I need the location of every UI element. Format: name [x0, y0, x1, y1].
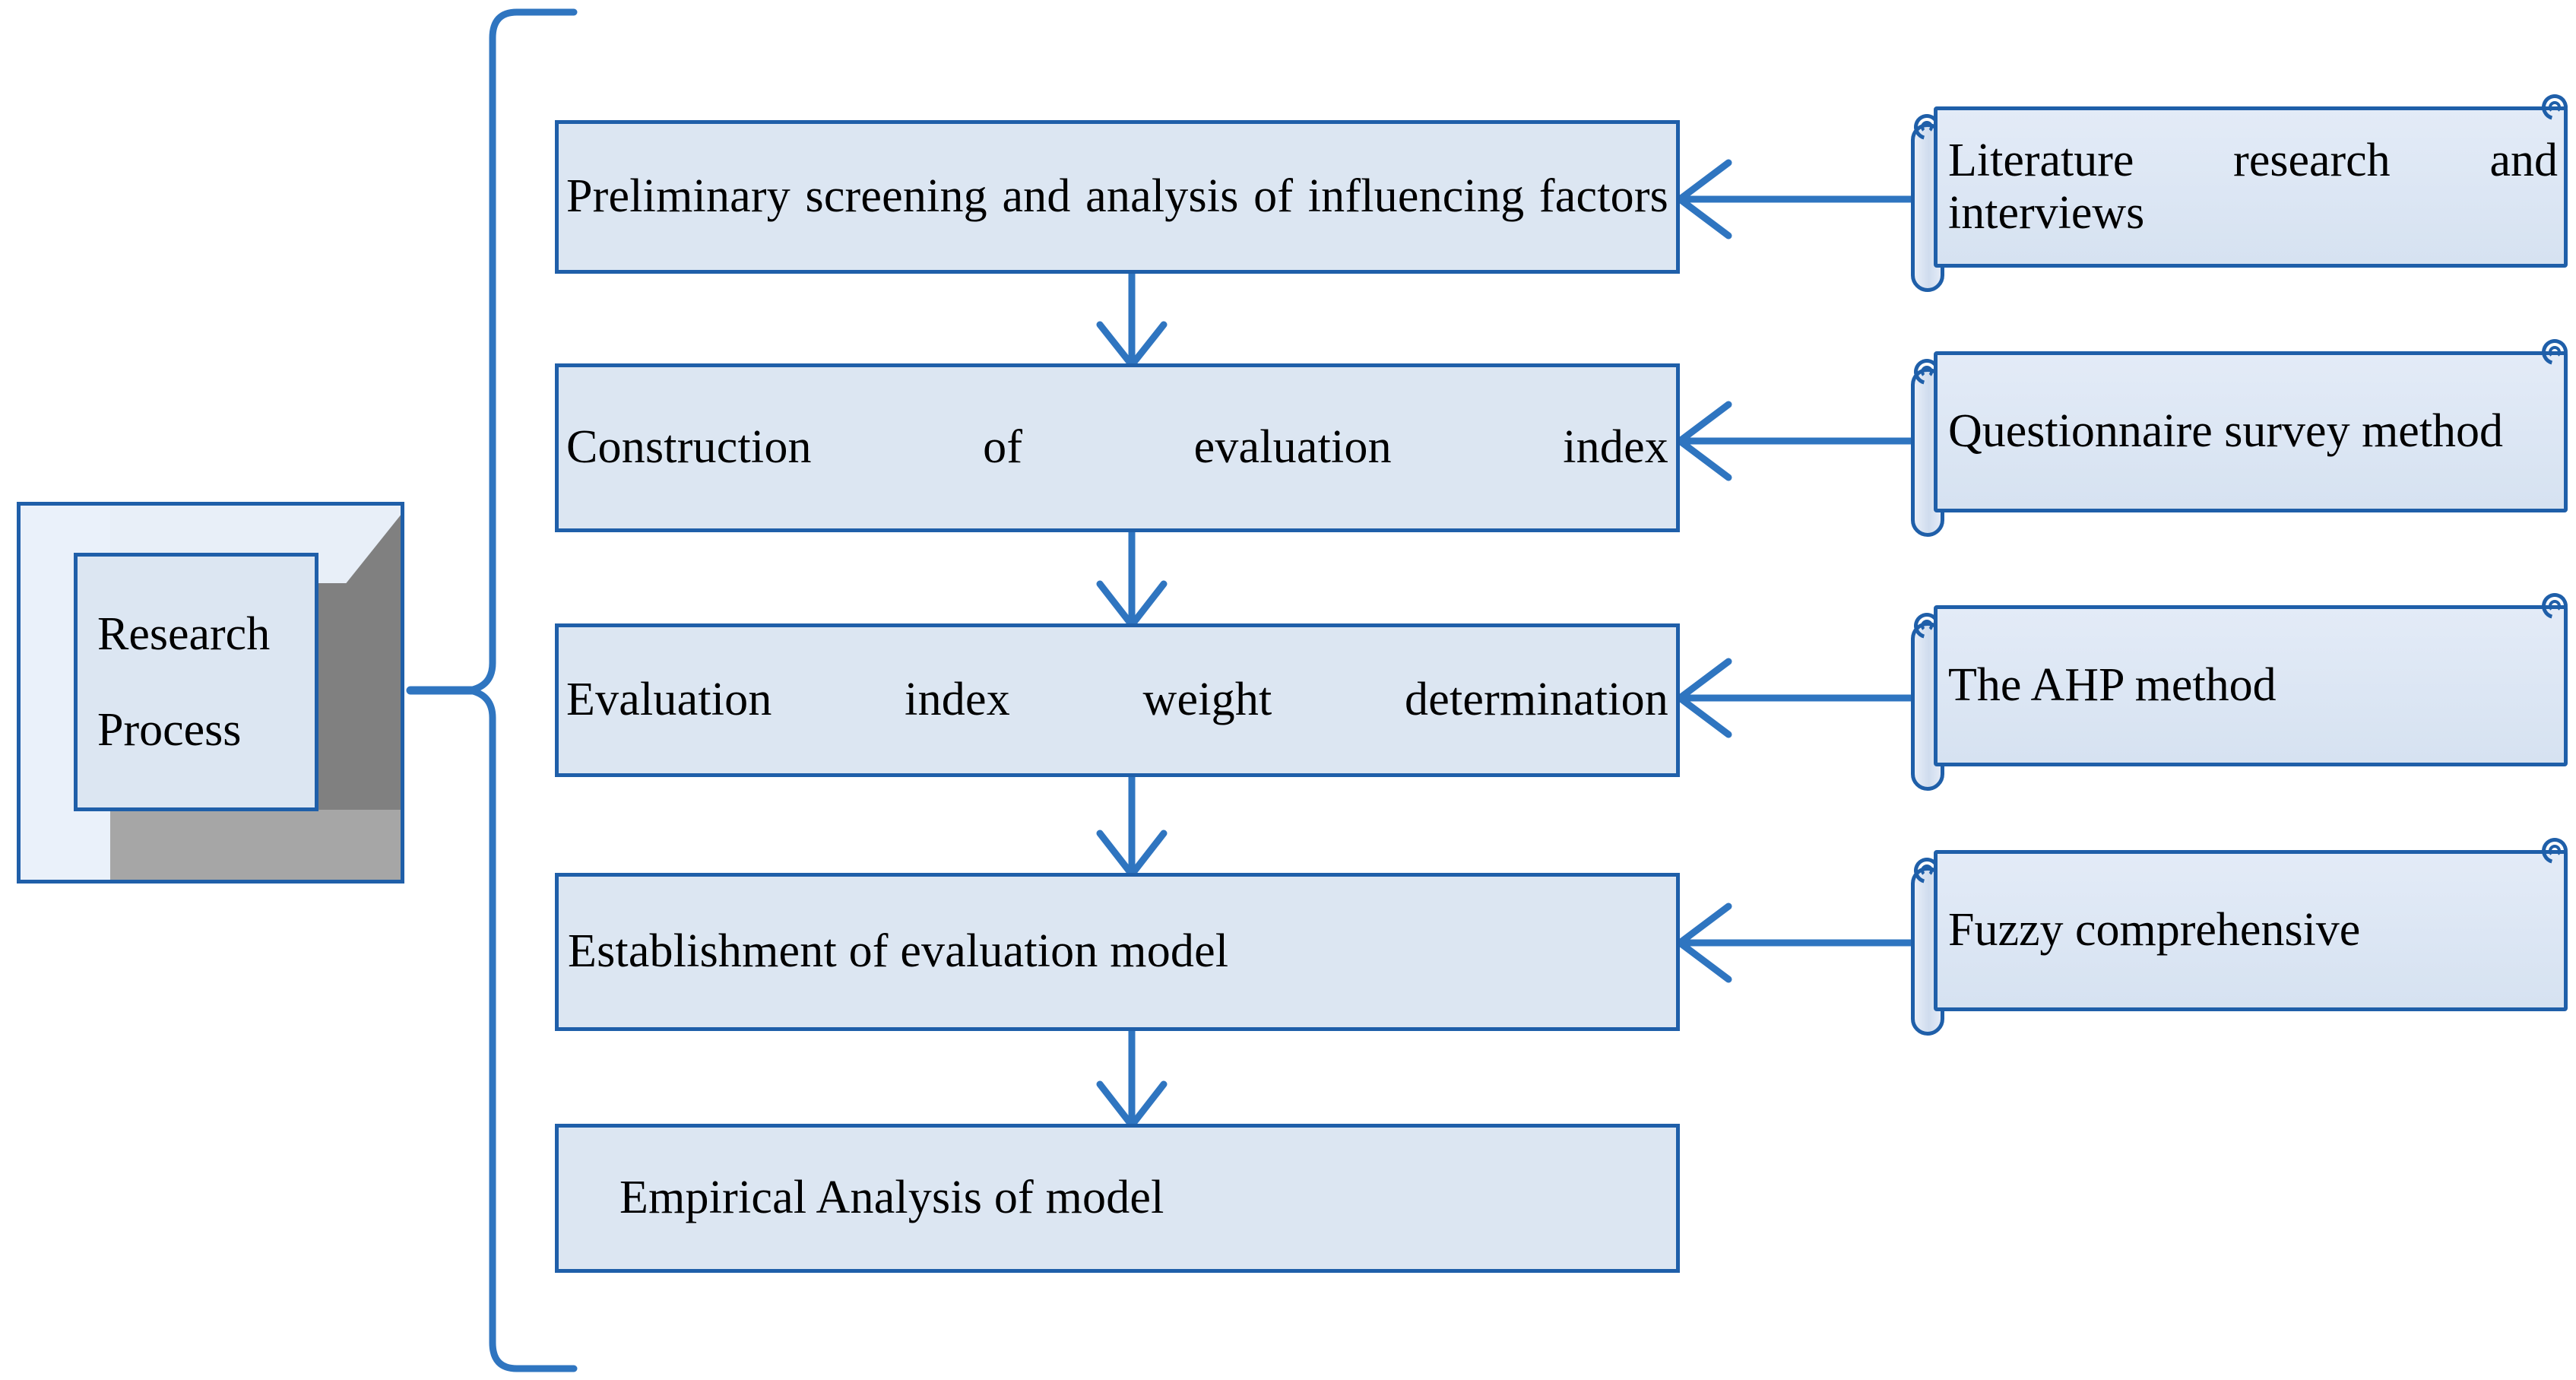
method-note-2[interactable]: Questionnaire survey method [1906, 334, 2573, 541]
step-box-3[interactable]: Evaluation index weight determination [555, 623, 1680, 777]
step-label-5: Empirical Analysis of model [619, 1172, 1164, 1224]
vertical-arrow-3 [1096, 777, 1168, 878]
step-box-2[interactable]: Construction of evaluation index [555, 363, 1680, 532]
step-label-3: Evaluation index weight determination [566, 674, 1668, 726]
method-label-3: The AHP method [1948, 659, 2277, 712]
scroll-curl-left-inner-icon [1921, 864, 1933, 877]
method-note-panel-1: Literature research and interviews [1934, 106, 2568, 268]
scroll-curl-right-inner-icon [2549, 346, 2561, 358]
research-process-face: Research Process [74, 553, 318, 811]
scroll-curl-left-inner-icon [1921, 121, 1933, 133]
step-label-1: Preliminary screening and analysis of in… [566, 170, 1668, 223]
method-label-2: Questionnaire survey method [1948, 405, 2504, 458]
step-label-2: Construction of evaluation index [566, 421, 1668, 474]
method-note-panel-4: Fuzzy comprehensive [1934, 850, 2568, 1011]
scroll-curl-right-inner-icon [2549, 101, 2561, 113]
vertical-arrow-1 [1096, 274, 1168, 369]
method-note-panel-3: The AHP method [1934, 605, 2568, 766]
scroll-curl-left-inner-icon [1921, 620, 1933, 632]
method-note-1[interactable]: Literature research and interviews [1906, 89, 2573, 297]
research-process-cube[interactable]: Research Process [17, 502, 404, 884]
research-process-label-line2: Process [97, 704, 242, 756]
horizontal-arrow-1 [1676, 159, 1914, 240]
scroll-curl-right-inner-icon [2549, 600, 2561, 612]
method-note-panel-2: Questionnaire survey method [1934, 351, 2568, 512]
method-note-4[interactable]: Fuzzy comprehensive [1906, 833, 2573, 1040]
horizontal-arrow-4 [1676, 903, 1914, 983]
scroll-curl-left-inner-icon [1921, 366, 1933, 378]
horizontal-arrow-3 [1676, 658, 1914, 738]
method-label-4: Fuzzy comprehensive [1948, 904, 2361, 956]
scroll-curl-right-inner-icon [2549, 845, 2561, 857]
step-box-1[interactable]: Preliminary screening and analysis of in… [555, 120, 1680, 274]
vertical-arrow-2 [1096, 532, 1168, 629]
step-box-5[interactable]: Empirical Analysis of model [555, 1124, 1680, 1273]
research-process-label-line1: Research [97, 608, 271, 660]
step-box-4[interactable]: Establishment of evaluation model [555, 873, 1680, 1031]
vertical-arrow-4 [1096, 1031, 1168, 1129]
method-note-3[interactable]: The AHP method [1906, 588, 2573, 795]
horizontal-arrow-2 [1676, 401, 1914, 481]
method-label-1: Literature research and interviews [1948, 134, 2558, 239]
step-label-4: Establishment of evaluation model [568, 925, 1229, 978]
